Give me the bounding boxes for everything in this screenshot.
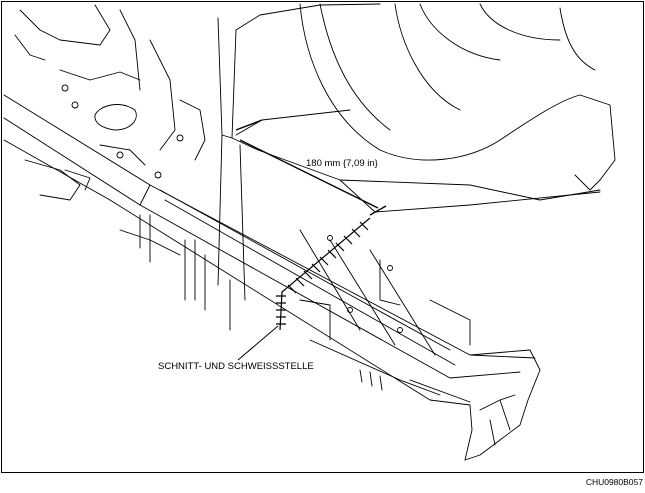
diagram-border xyxy=(1,1,644,473)
figure-code: CHU0980B057 xyxy=(586,477,643,487)
dimension-line xyxy=(235,119,387,216)
vehicle-structure-drawing xyxy=(3,3,616,461)
cut-weld-label: SCHNITT- UND SCHWEISSSTELLE xyxy=(158,361,314,372)
dimension-label: 180 mm {7,09 in} xyxy=(306,158,378,169)
cut-weld-line xyxy=(276,217,371,331)
callout-leader xyxy=(237,325,279,361)
